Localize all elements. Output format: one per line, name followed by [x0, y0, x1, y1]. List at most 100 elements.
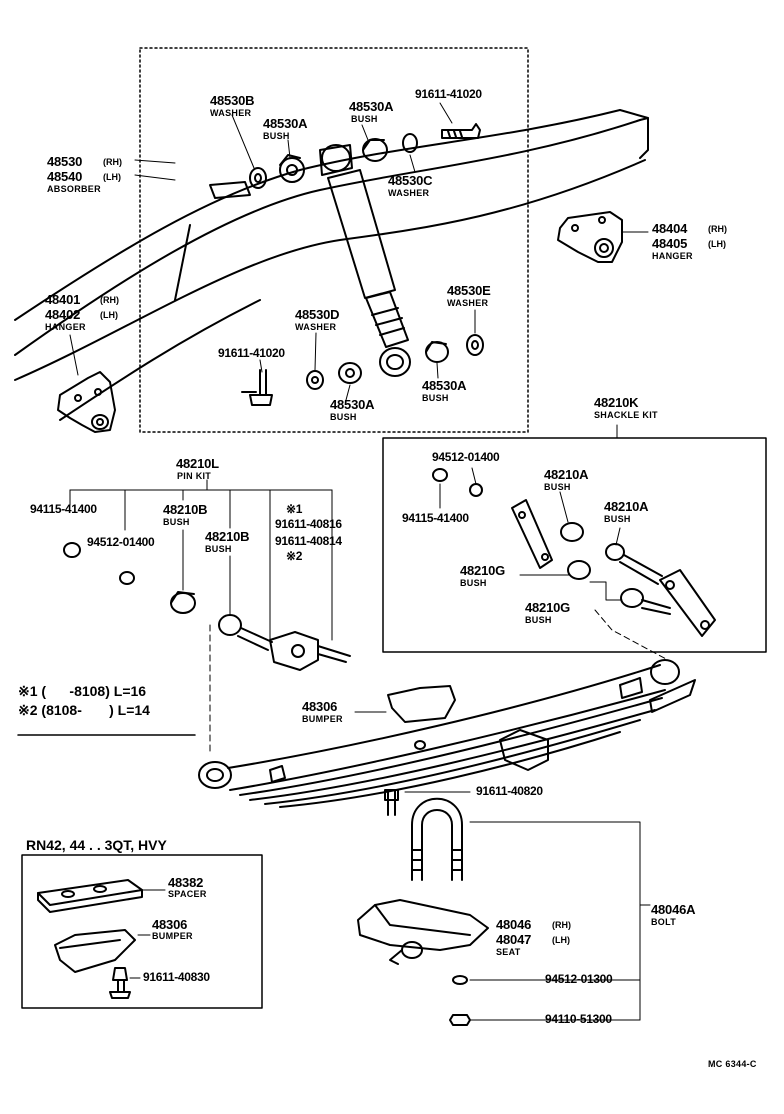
ubolt-name: BOLT [651, 917, 677, 927]
part-48210G-1: 48210G [460, 563, 506, 578]
part-48530B: 48530B [210, 93, 255, 108]
bush-label-top-2: BUSH [351, 114, 378, 124]
part-48210A-1: 48210A [544, 467, 589, 482]
variant-hardware [37, 879, 143, 999]
pin-kit-leaders [69, 479, 333, 756]
part-48382: 48382 [168, 875, 204, 890]
part-48530C: 48530C [388, 173, 433, 188]
spring-bumper [354, 685, 456, 723]
absorber-lh-side: (LH) [103, 172, 121, 182]
spacer-name: SPACER [168, 889, 207, 899]
nut-94512-01400-shackle: 94512-01400 [432, 450, 500, 464]
part-48210K: 48210K [594, 395, 639, 410]
part-48402: 48402 [45, 307, 81, 322]
note-line-1: ※1 ( -8108) L=16 [18, 683, 147, 699]
front-hanger-right [557, 211, 649, 263]
seat-name: SEAT [496, 947, 521, 957]
absorber-part-48530: 48530 [47, 154, 83, 169]
part-48210A-2: 48210A [604, 499, 649, 514]
bumper-name: BUMPER [302, 714, 343, 724]
hanger-name-left: HANGER [45, 322, 86, 332]
bolt-91611-40830: 91611-40830 [143, 970, 210, 984]
pin-kit-hardware [63, 542, 351, 671]
mark-2: ※2 [286, 549, 303, 563]
part-48401: 48401 [45, 292, 81, 307]
part-48306-bumper: 48306 [302, 699, 338, 714]
absorber-leaders [134, 102, 476, 401]
absorber-part-48540: 48540 [47, 169, 83, 184]
ubolt-leaders [469, 821, 651, 1021]
front-hanger-left [57, 334, 116, 433]
part-48404: 48404 [652, 221, 688, 236]
bush-label-48210G-2: BUSH [525, 615, 552, 625]
variant-title: RN42, 44 . . 3QT, HVY [26, 837, 167, 853]
washer-94512-01300: 94512-01300 [545, 972, 613, 986]
bolt-91611-41020-top: 91611-41020 [415, 87, 482, 101]
bush-label-bottom-2: BUSH [422, 393, 449, 403]
absorber-rh-side: (RH) [103, 157, 122, 167]
part-48046A: 48046A [651, 902, 696, 917]
washer-label-e: WASHER [447, 298, 489, 308]
frame-rail-lower [14, 159, 646, 421]
nut-94512-01400-pin: 94512-01400 [87, 535, 155, 549]
bolt-91611-40820: 91611-40820 [476, 784, 543, 798]
bush-label-48210G-1: BUSH [460, 578, 487, 588]
part-48405: 48405 [652, 236, 688, 251]
part-48530D: 48530D [295, 307, 340, 322]
bolt-91611-41020-bottom: 91611-41020 [218, 346, 285, 360]
washer-small [452, 975, 468, 985]
note-line-2: ※2 (8108- ) L=14 [18, 702, 150, 718]
shackle-kit-leaders [439, 467, 669, 661]
absorber-group-box [139, 47, 529, 433]
part-48306-variant: 48306 [152, 917, 188, 932]
bush-label-48210A-2: BUSH [604, 514, 631, 524]
shackle-kit-hardware [432, 468, 716, 637]
part-48210G-2: 48210G [525, 600, 571, 615]
nut-94115-41400-pin: 94115-41400 [30, 502, 97, 516]
spring-seat [357, 899, 489, 965]
bush-label-48210A-1: BUSH [544, 482, 571, 492]
part-48210B-1: 48210B [163, 502, 208, 517]
variant-bumper-name: BUMPER [152, 931, 193, 941]
hanger-lh-side-left: (LH) [100, 310, 118, 320]
variant-box [21, 854, 263, 1009]
hanger-rh-side-left: (RH) [100, 295, 119, 305]
absorber-name: ABSORBER [47, 184, 101, 194]
hanger-name-right: HANGER [652, 251, 693, 261]
seat-lh-side: (LH) [552, 935, 570, 945]
bush-label-48210B-1: BUSH [163, 517, 190, 527]
nut-small [449, 1014, 471, 1026]
part-48210B-2: 48210B [205, 529, 250, 544]
bush-label-48210B-2: BUSH [205, 544, 232, 554]
frame-rail-upper [14, 109, 649, 356]
variant-leaders [129, 889, 166, 979]
washer-label-c: WASHER [388, 188, 430, 198]
seat-rh-side: (RH) [552, 920, 571, 930]
hanger-rh-side: (RH) [708, 224, 727, 234]
bolt-91611-40814: 91611-40814 [275, 534, 342, 548]
absorber-hardware [241, 123, 484, 406]
illustration-code: MC 6344-C [708, 1059, 757, 1069]
part-48047: 48047 [496, 932, 532, 947]
part-48530A-top-2: 48530A [349, 99, 394, 114]
washer-label-d: WASHER [295, 322, 337, 332]
bush-label-top-1: BUSH [263, 131, 290, 141]
part-48530E: 48530E [447, 283, 491, 298]
shackle-kit-name: SHACKLE KIT [594, 410, 658, 420]
shackle-kit-box [382, 437, 767, 653]
leaf-spring-shape [198, 659, 696, 808]
part-48530A-top-1: 48530A [263, 116, 308, 131]
part-48046: 48046 [496, 917, 532, 932]
shock-absorber-shape [319, 144, 411, 377]
nut-94110-51300: 94110-51300 [545, 1012, 612, 1026]
center-bolt [384, 789, 471, 816]
part-48210L: 48210L [176, 456, 219, 471]
u-bolt [411, 797, 463, 881]
mark-1: ※1 [286, 502, 303, 516]
washer-label-b: WASHER [210, 108, 252, 118]
bush-label-bottom-1: BUSH [330, 412, 357, 422]
part-48530A-bottom-2: 48530A [422, 378, 467, 393]
part-48530A-bottom-1: 48530A [330, 397, 375, 412]
